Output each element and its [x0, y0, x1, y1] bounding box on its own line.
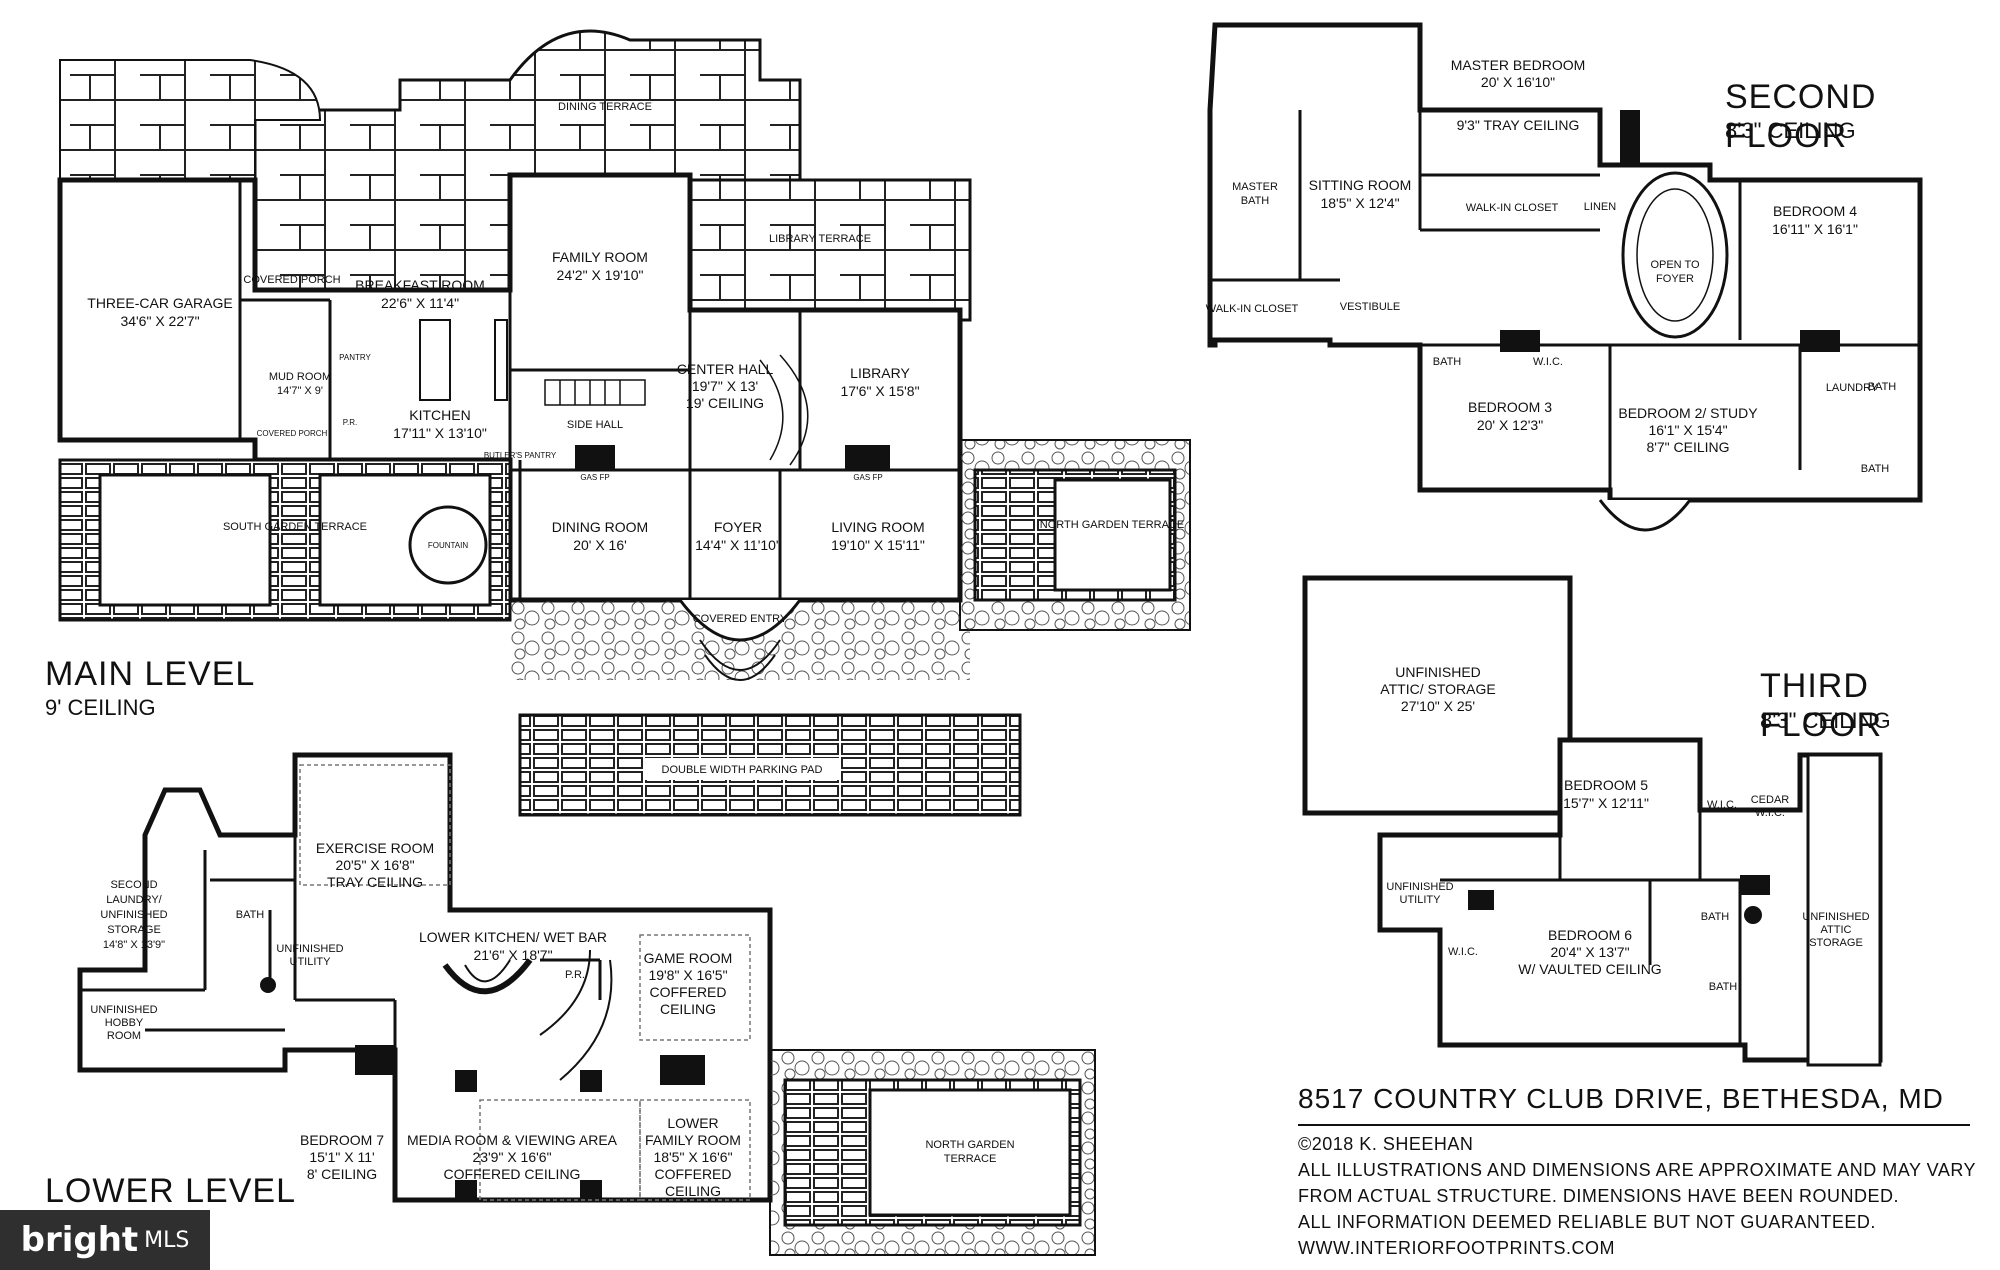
room-wic-a: W.I.C. — [1533, 356, 1563, 368]
main-level-ceiling: 9' CEILING — [45, 695, 156, 720]
brand-name: bright — [20, 1220, 139, 1260]
room-library-terrace: LIBRARY TERRACE — [769, 233, 871, 245]
third-floor-title: THIRD FLOOR — [1760, 667, 1883, 744]
library-terrace-area — [688, 178, 972, 322]
unfinished-attic-outline — [1302, 575, 1573, 816]
room-south-garden-terrace: SOUTH GARDEN TERRACE — [223, 521, 367, 533]
room-bath-l: BATH — [236, 909, 265, 921]
second-floor-title: SECOND FLOOR — [1725, 78, 1877, 155]
main-level-labels: DINING TERRACE LIBRARY TERRACE FAMILY RO… — [87, 101, 1184, 776]
label-butlers-pantry: BUTLER'S PANTRY — [484, 451, 557, 460]
room-linen: LINEN — [1584, 201, 1616, 213]
label-gas-fp-living: GAS FP — [853, 473, 882, 482]
room-walk-in-closet-1: WALK-IN CLOSET — [1466, 202, 1559, 214]
disclaimer-line-1: ALL ILLUSTRATIONS AND DIMENSIONS ARE APP… — [1298, 1160, 1977, 1180]
room-vestibule: VESTIBULE — [1340, 301, 1401, 313]
website-link[interactable]: WWW.INTERIORFOOTPRINTS.COM — [1298, 1238, 1615, 1258]
disclaimer-line-2: FROM ACTUAL STRUCTURE. DIMENSIONS HAVE B… — [1298, 1186, 1900, 1206]
brand-suffix: MLS — [144, 1227, 190, 1253]
second-floor-outline — [1207, 22, 1923, 503]
label-gas-fp-dining: GAS FP — [580, 473, 609, 482]
room-covered-porch: COVERED PORCH — [243, 274, 340, 286]
lower-level-title: LOWER LEVEL — [45, 1172, 296, 1210]
lower-level-plan — [77, 752, 1096, 1256]
copyright-text: ©2018 K. SHEEHAN — [1298, 1134, 1474, 1154]
property-address: 8517 COUNTRY CLUB DRIVE, BETHESDA, MD — [1298, 1083, 1944, 1114]
main-level-plan — [57, 29, 1191, 817]
fountain-shape — [408, 505, 488, 585]
room-bath-3b: BATH — [1709, 981, 1738, 993]
address-underline — [1298, 1124, 1970, 1126]
third-floor-ceiling: 8'3" CEILING — [1760, 708, 1891, 733]
room-parking-pad: DOUBLE WIDTH PARKING PAD — [662, 764, 823, 776]
garage-drive-area — [59, 59, 322, 181]
room-laundry: LAUNDRY — [1826, 382, 1879, 394]
room-north-garden-terrace: NORTH GARDEN TERRACE — [1040, 519, 1184, 531]
room-dining-terrace: DINING TERRACE — [558, 101, 652, 113]
label-covered-porch-small: COVERED PORCH — [257, 429, 328, 438]
room-bath-c: BATH — [1861, 463, 1890, 475]
room-bath-3a: BATH — [1701, 911, 1730, 923]
label-pantry: PANTRY — [339, 353, 371, 362]
label-pr: P.R. — [343, 418, 358, 427]
disclaimer-line-3: ALL INFORMATION DEEMED RELIABLE BUT NOT … — [1298, 1212, 1876, 1232]
second-floor-plan — [1207, 22, 1923, 532]
main-level-title: MAIN LEVEL — [45, 655, 256, 693]
room-bath-b: BATH — [1868, 381, 1897, 393]
room-wic-3a: W.I.C. — [1707, 799, 1737, 811]
room-wic-3b: W.I.C. — [1448, 946, 1478, 958]
second-floor-ceiling: 8'3" CEILING — [1725, 118, 1856, 143]
room-pr-l: P.R. — [565, 969, 585, 981]
room-side-hall: SIDE HALL — [567, 419, 623, 431]
room-bath-a: BATH — [1433, 356, 1462, 368]
room-fountain: FOUNTAIN — [428, 541, 469, 550]
third-floor-plan — [1302, 575, 1883, 1067]
room-covered-entry: COVERED ENTRY — [693, 613, 788, 625]
room-walk-in-closet-2: WALK-IN CLOSET — [1206, 303, 1299, 315]
